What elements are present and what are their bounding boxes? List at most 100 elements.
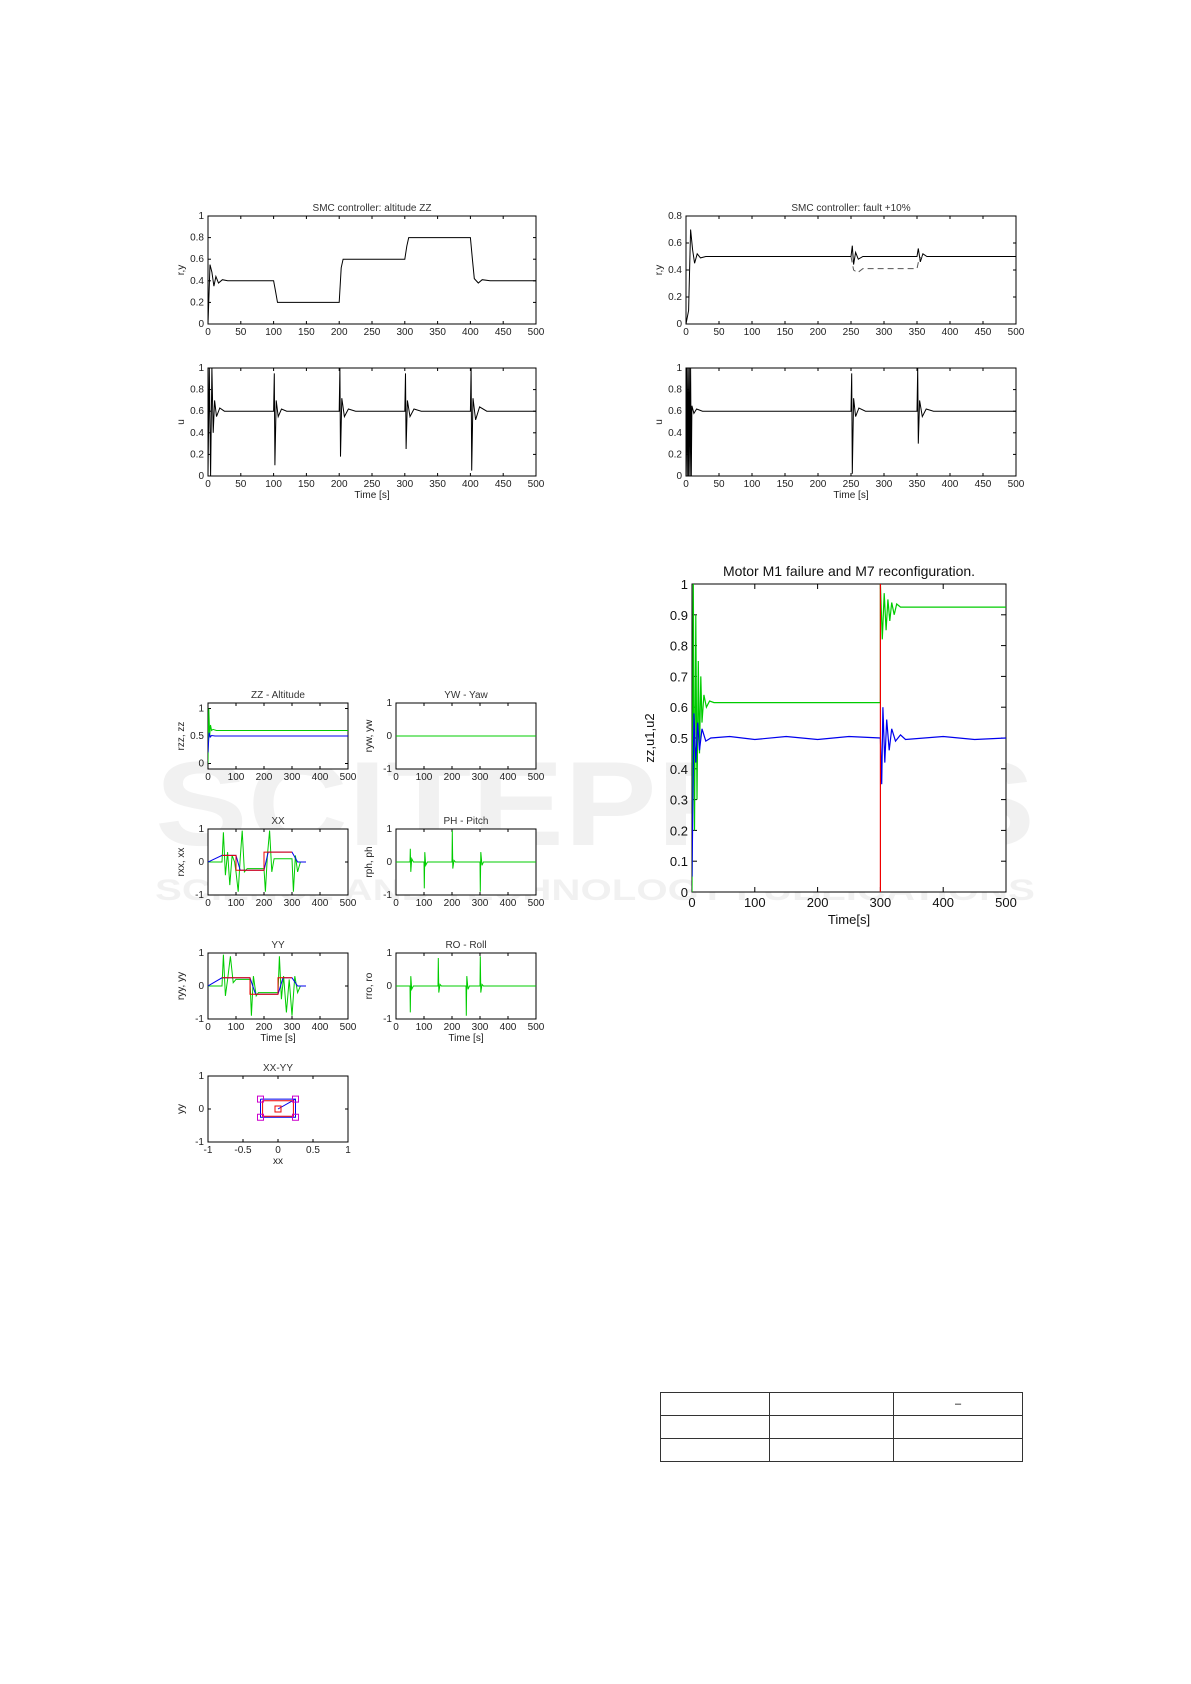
x-tick-label: 300: [284, 772, 301, 783]
y-tick-label: 0.8: [668, 211, 682, 222]
y-tick-label: 0.4: [668, 265, 682, 276]
y-axis-label: rzz, zz: [176, 722, 187, 751]
x-tick-label: 400: [462, 479, 479, 490]
x-tick-label: 150: [777, 479, 794, 490]
y-tick-label: -1: [195, 1014, 204, 1025]
x-tick-label: 100: [265, 327, 282, 338]
series-group: [396, 830, 536, 892]
table-row: [660, 1438, 1023, 1462]
y-tick-label: 0.8: [668, 385, 682, 396]
x-axis-label: Time[s]: [828, 912, 870, 927]
series-group: [396, 956, 536, 1016]
chart-title: XX: [271, 816, 285, 827]
x-tick-label: 350: [909, 479, 926, 490]
x-tick-label: 100: [416, 1022, 433, 1033]
x-tick-label: 400: [500, 772, 517, 783]
x-axis-label: Time [s]: [833, 490, 868, 501]
x-tick-label: 50: [713, 327, 725, 338]
x-tick-label: 0: [683, 479, 689, 490]
table-row: –: [660, 1392, 1023, 1416]
plot-frame: [207, 367, 537, 477]
x-tick-label: 400: [942, 327, 959, 338]
x-tick-label: 250: [843, 327, 860, 338]
series-line: [396, 956, 536, 1016]
series-line: [396, 830, 536, 892]
y-tick-label: 0.4: [670, 762, 688, 777]
x-tick-label: 1: [345, 1145, 351, 1156]
x-tick-label: 400: [500, 1022, 517, 1033]
table-cell: –: [893, 1392, 1023, 1416]
x-tick-label: 250: [364, 327, 381, 338]
x-axis-label: Time [s]: [354, 490, 389, 501]
x-tick-label: 450: [495, 327, 512, 338]
x-tick-label: 100: [228, 1022, 245, 1033]
table-cell: [893, 1415, 1023, 1439]
chart-title: XX-YY: [263, 1063, 293, 1074]
y-tick-label: -1: [195, 1137, 204, 1148]
y-tick-label: 0: [676, 319, 682, 330]
y-tick-label: -1: [383, 764, 392, 775]
series-line: [208, 732, 348, 753]
y-tick-label: 1: [198, 824, 204, 835]
y-tick-label: 0.2: [668, 292, 682, 303]
x-tick-label: 100: [416, 898, 433, 909]
y-tick-label: 0.4: [190, 276, 204, 287]
series-group: [208, 368, 536, 476]
x-tick-label: 100: [416, 772, 433, 783]
x-tick-label: 200: [256, 898, 273, 909]
y-tick-label: -1: [195, 890, 204, 901]
y-tick-label: 0: [198, 319, 204, 330]
x-tick-label: 300: [284, 1022, 301, 1033]
series-marker: [292, 1095, 299, 1103]
series-group: [692, 584, 1006, 892]
x-tick-label: 350: [429, 327, 446, 338]
series-line: [208, 237, 536, 324]
x-tick-label: 500: [528, 479, 545, 490]
x-tick-label: 200: [807, 895, 829, 910]
x-tick-label: 100: [265, 479, 282, 490]
chart-title: Motor M1 failure and M7 reconfiguration.: [723, 563, 975, 579]
y-tick-label: 1: [386, 698, 392, 709]
plot-frame: [685, 215, 1017, 325]
x-tick-label: 500: [528, 772, 545, 783]
y-axis-label: r,y: [654, 265, 665, 276]
y-tick-label: 0.2: [670, 823, 688, 838]
x-tick-label: 100: [228, 898, 245, 909]
x-tick-label: 450: [495, 479, 512, 490]
series-line: [222, 977, 292, 995]
y-axis-label: yy: [176, 1104, 187, 1114]
series-line: [850, 256, 923, 274]
x-tick-label: 300: [396, 327, 413, 338]
x-tick-label: 450: [975, 327, 992, 338]
x-tick-label: 150: [298, 479, 315, 490]
y-tick-label: 1: [676, 363, 682, 374]
x-tick-label: 0: [205, 1022, 211, 1033]
x-tick-label: 200: [256, 772, 273, 783]
table-cell: [660, 1392, 770, 1416]
y-axis-label: ryw, yw: [364, 719, 375, 753]
y-tick-label: 0.6: [668, 238, 682, 249]
x-tick-label: 500: [995, 895, 1017, 910]
x-tick-label: 100: [744, 895, 766, 910]
table-cell: [769, 1415, 894, 1439]
x-tick-label: 200: [444, 772, 461, 783]
x-tick-label: 200: [256, 1022, 273, 1033]
y-tick-label: 0.3: [670, 793, 688, 808]
x-tick-label: 400: [312, 772, 329, 783]
series-line: [686, 229, 1016, 324]
y-tick-label: 0.9: [670, 608, 688, 623]
series-line: [692, 584, 1006, 892]
x-tick-label: 50: [235, 479, 247, 490]
series-line: [692, 707, 1006, 877]
table-cell: [660, 1438, 770, 1462]
table-cell: [893, 1438, 1023, 1462]
y-axis-label: ryy, yy: [176, 972, 187, 1000]
x-tick-label: 350: [429, 479, 446, 490]
x-tick-label: 350: [909, 327, 926, 338]
x-tick-label: 0: [393, 898, 399, 909]
